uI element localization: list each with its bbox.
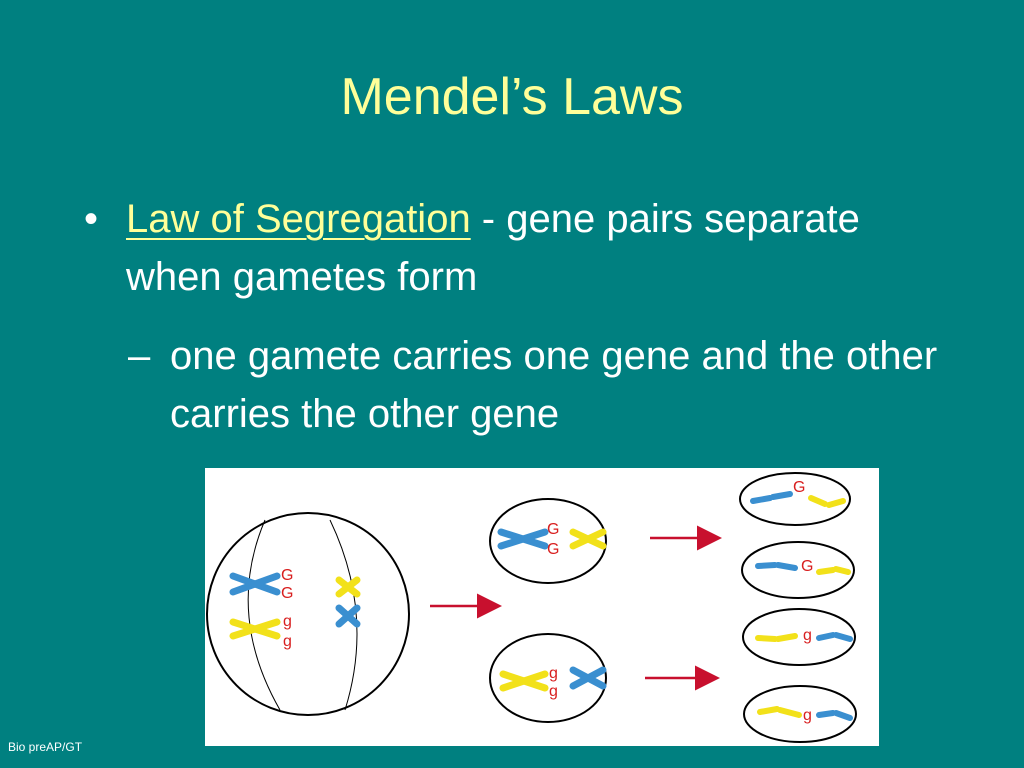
allele-label: g (549, 683, 558, 700)
parent-cell-outline (206, 512, 410, 716)
gamete-outline (743, 685, 857, 743)
law-term-link[interactable]: Law of Segregation (126, 197, 471, 241)
gamete-cell: G (741, 541, 855, 599)
allele-label: G (281, 567, 293, 584)
allele-label: g (283, 633, 292, 650)
bullet-marker: • (84, 197, 99, 241)
allele-label: G (547, 521, 559, 538)
allele-label: G (801, 558, 813, 575)
sub-bullet: – one gamete carries one gene and the ot… (128, 327, 968, 443)
allele-label: G (281, 585, 293, 602)
daughter-cell-outline (489, 633, 607, 723)
bullet-law-of-segregation: • Law of Segregation - gene pairs separa… (84, 190, 904, 306)
daughter-cell-top: G G (489, 498, 607, 584)
allele-label: G (793, 479, 805, 496)
meiosis-diagram: G G g g G G (205, 468, 879, 746)
chromosome-pair-yellow (569, 528, 607, 550)
slide-title: Mendel’s Laws (340, 68, 684, 126)
gamete-outline (742, 608, 856, 666)
sub-bullet-text: one gamete carries one gene and the othe… (170, 334, 938, 436)
chromosome-pair-yellow (335, 576, 361, 598)
chromosome-pair-yellow (229, 618, 281, 640)
allele-label: g (283, 613, 292, 630)
chromosome-pair-blue (335, 604, 361, 628)
chromosome-pair-blue (497, 528, 549, 550)
gamete-cell: G (739, 472, 851, 526)
footer-label: Bio preAP/GT (8, 740, 83, 754)
parent-cell: G G g g (206, 512, 410, 716)
chromosome-pair-blue (569, 666, 607, 690)
spindle-right (329, 519, 358, 711)
gamete-outline (739, 472, 851, 526)
chromosome-pair-blue (229, 572, 281, 596)
allele-label: G (547, 541, 559, 558)
chromosome-pair-yellow (499, 670, 549, 692)
law-description: - gene pairs separate when gametes form (126, 197, 860, 299)
bullet-text: Law of Segregation - gene pairs separate… (126, 190, 904, 306)
daughter-cell-outline (489, 498, 607, 584)
gamete-cell: g (742, 608, 856, 666)
gamete-cell: g (743, 685, 857, 743)
allele-label: g (549, 665, 558, 682)
spindle-left (247, 519, 281, 711)
allele-label: g (803, 707, 812, 724)
meiosis-diagram-svg: G G g g G G (206, 472, 857, 743)
daughter-cell-bottom: g g (489, 633, 607, 723)
gamete-outline (741, 541, 855, 599)
sub-bullet-marker: – (128, 334, 151, 378)
allele-label: g (803, 627, 812, 644)
